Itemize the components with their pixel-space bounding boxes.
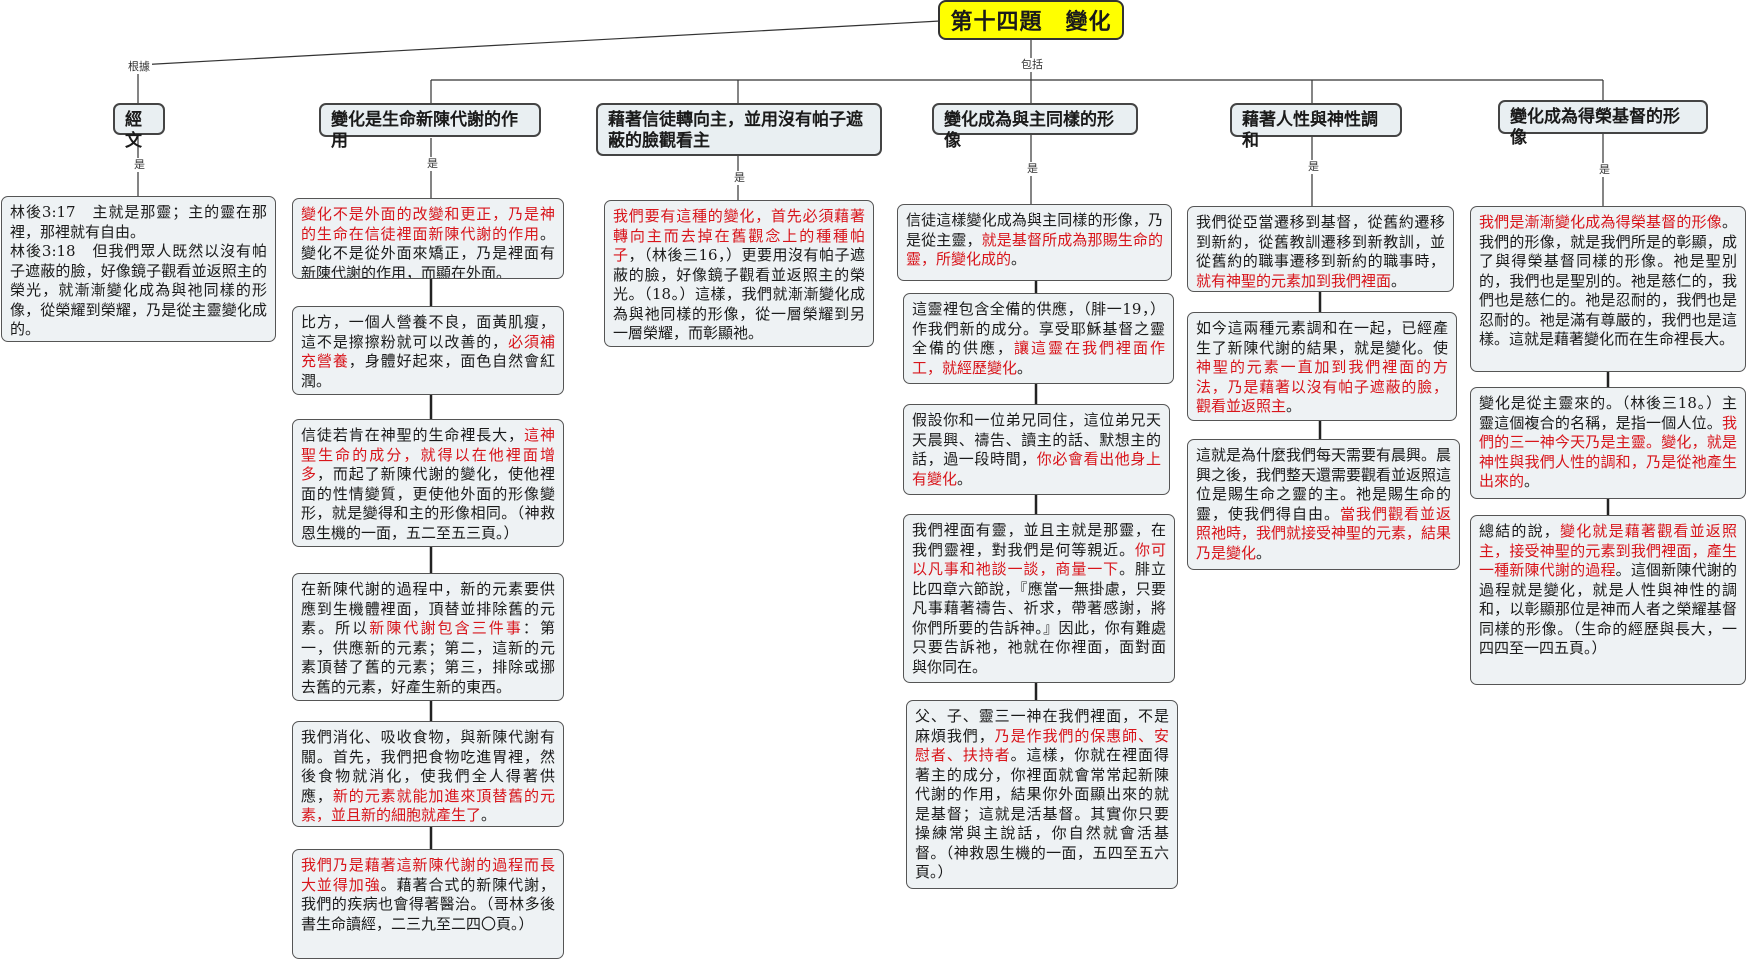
note-text: 如今這兩種元素調和在一起，已經產生了新陳代謝的結果，就是變化。使 xyxy=(1196,319,1448,357)
root-title: 第十四題 變化 xyxy=(950,9,1112,35)
note-card[interactable]: 我們要有這種的變化，首先必須藉著轉向主而去掉在舊觀念上的種種帕子，（林後三16，… xyxy=(604,200,874,347)
edge-label-yes: 是 xyxy=(1306,160,1321,174)
note-highlight: 必須補充營養 xyxy=(301,332,555,371)
note-text: 。 xyxy=(1017,358,1033,377)
note-text: 總結的說， xyxy=(1479,522,1560,540)
topic-unveiled-face[interactable]: 藉著信徒轉向主，並用沒有帕子遮蔽的臉觀看主 xyxy=(596,103,882,156)
note-highlight: 就是基督所成為那賜生命的靈，所變化成的 xyxy=(906,230,1163,269)
topic-title: 變化成為得榮基督的形像 xyxy=(1510,107,1680,148)
note-card[interactable]: 比方，一個人營養不良，面黃肌瘦，這不是擦擦粉就可以改善的，必須補充營養，身體好起… xyxy=(292,306,564,395)
note-card[interactable]: 假設你和一位弟兄同住，這位弟兄天天晨興、禱告、讀主的話、默想主的話，過一段時間，… xyxy=(903,404,1170,495)
note-text: 。 xyxy=(1524,472,1540,490)
note-highlight: 你可以凡事和祂談一談，商量一下 xyxy=(912,540,1166,579)
note-card[interactable]: 我們乃是藉著這新陳代謝的過程而長大並得加強。藉著合式的新陳代謝，我們的疾病也會得… xyxy=(292,849,564,959)
note-highlight: 這神聖生命的成分，就得以在他裡面增多 xyxy=(301,426,555,483)
edge-label-basis: 根據 xyxy=(126,60,152,74)
note-text: 。 xyxy=(481,806,497,824)
note-card[interactable]: 這靈裡包含全備的供應，（腓一19，）作我們新的成分。享受耶穌基督之靈全備的供應，… xyxy=(903,293,1174,384)
topic-title: 藉著人性與神性調和 xyxy=(1242,110,1378,151)
note-card[interactable]: 我們消化、吸收食物，與新陳代謝有關。首先，我們把食物吃進胃裡，然後食物就消化，使… xyxy=(292,721,564,827)
edge-label-yes: 是 xyxy=(732,171,747,185)
note-text: ，（林後三16，）更要用沒有帕子遮蔽的臉，好像鏡子觀看並返照主的榮光。（18。）… xyxy=(613,246,865,342)
note-card[interactable]: 總結的說，變化就是藉著觀看並返照主，接受神聖的元素到我們裡面，產生一種新陳代謝的… xyxy=(1470,515,1746,685)
topic-title: 變化是生命新陳代謝的作用 xyxy=(331,110,518,151)
note-text: 。變化不是從外面來矯正，乃是裡面有新陳代謝的作用，而顯在外面。 xyxy=(301,224,555,279)
note-card[interactable]: 我們裡面有靈，並且主就是那靈，在我們靈裡，對我們是何等親近。你可以凡事和祂談一談… xyxy=(903,514,1175,683)
note-text: 。 xyxy=(1011,250,1027,268)
note-highlight: 神聖的元素一直加到我們裡面的方法，乃是藉著以沒有帕子遮蔽的臉，觀看並返照主 xyxy=(1196,358,1448,415)
note-text: 。 xyxy=(1391,271,1407,290)
note-highlight: 讓這靈在我們裡面作工，就經歷變化 xyxy=(912,339,1165,377)
note-text: 變化是從主靈來的。（林後三18。）主靈這個複合的名稱，是指一個人位。 xyxy=(1479,394,1737,432)
note-highlight: 我們的三一神今天乃是主靈。變化，就是神性與我們人性的調和，乃是從祂產生出來的 xyxy=(1479,413,1737,491)
note-highlight: 你必會看出他身上有變化 xyxy=(912,450,1161,488)
edge-label-yes: 是 xyxy=(132,158,147,172)
note-text: 。藉著合式的新陳代謝，我們的疾病也會得著醫治。（哥林多後書生命讀經，二三九至二四… xyxy=(301,875,555,933)
topic-title: 經文 xyxy=(125,110,142,151)
note-text: 父、子、靈三一神在我們裡面，不是麻煩我們， xyxy=(915,707,1169,745)
note-text: ：第一，供應新的元素；第二，這新的元素頂替了舊的元素；第三，排除或挪去舊的元素，… xyxy=(301,619,555,696)
note-highlight: 變化就是藉著觀看並返照主，接受神聖的元素到我們裡面，產生一種新陳代謝的過程 xyxy=(1479,522,1737,579)
note-highlight: 我們是漸漸變化成為得榮基督的形像 xyxy=(1479,213,1722,231)
note-highlight: 就有神聖的元素加到我們裡面 xyxy=(1196,271,1392,290)
note-text: 。 xyxy=(957,469,973,488)
note-text: 。我們的形像，就是我們所是的彰顯，成了與得榮基督同樣的形像。祂是聖別的，我們也是… xyxy=(1479,213,1737,348)
note-highlight: 變化不是外面的改變和更正，乃是神的生命在信徒裡面新陳代謝的作用 xyxy=(301,205,555,243)
note-text: 我們從亞當遷移到基督，從舊約遷移到新約，從舊教訓遷移到新教訓，並從舊約的職事遷移… xyxy=(1196,213,1445,270)
note-highlight: 我們乃是藉著這新陳代謝的過程而長大並得加強 xyxy=(301,856,555,894)
note-text: 。腓立比四章六節說，『應當一無掛慮，只要凡事藉著禱告、祈求，帶著感謝，將你們所要… xyxy=(912,560,1166,676)
note-highlight: 新陳代謝包含三件事 xyxy=(369,619,523,637)
note-text: 假設你和一位弟兄同住，這位弟兄天天晨興、禱告、讀主的話、默想主的話，過一段時間， xyxy=(912,411,1161,468)
note-highlight: 新的元素就能加進來頂替舊的元素，並且新的細胞就產生了 xyxy=(301,786,555,825)
topic-scripture[interactable]: 經文 xyxy=(113,103,165,151)
edge-label-yes: 是 xyxy=(425,157,440,171)
note-text: 林後3:17 主就是那靈；主的靈在那裡，那裡就有自由。 林後3:18 但我們眾人… xyxy=(10,203,267,338)
note-text: ，身體好起來，面色自然會紅潤。 xyxy=(301,352,555,390)
topic-title: 變化成為與主同樣的形像 xyxy=(944,110,1114,151)
note-text: ，而起了新陳代謝的變化，使他裡面的性情變質，更使他外面的形像變形，就是變得和主的… xyxy=(301,465,555,542)
edge-label-yes: 是 xyxy=(1025,162,1040,176)
note-text: 。這樣，你就在裡面得著主的成分，你裡面就會常常起新陳代謝的作用，結果你外面顯出來… xyxy=(915,746,1169,881)
note-card[interactable]: 變化不是外面的改變和更正，乃是神的生命在信徒裡面新陳代謝的作用。變化不是從外面來… xyxy=(292,198,564,279)
note-card[interactable]: 如今這兩種元素調和在一起，已經產生了新陳代謝的結果，就是變化。使神聖的元素一直加… xyxy=(1187,312,1457,421)
note-text: 在新陳代謝的過程中，新的元素要供應到生機體裡面，頂替並排除舊的元素。所以 xyxy=(301,580,555,637)
note-highlight: 當我們觀看並返照祂時，我們就接受神聖的元素，結果乃是變化 xyxy=(1196,504,1452,562)
note-text: 。 xyxy=(1286,397,1302,415)
root-topic[interactable]: 第十四題 變化 xyxy=(938,0,1124,40)
note-card[interactable]: 林後3:17 主就是那靈；主的靈在那裡，那裡就有自由。 林後3:18 但我們眾人… xyxy=(1,196,276,342)
note-text: 我們消化、吸收食物，與新陳代謝有關。首先，我們把食物吃進胃裡，然後食物就消化，使… xyxy=(301,728,555,805)
note-text: 這就是為什麼我們每天需要有晨興。晨興之後，我們整天還需要觀看並返照這位是賜生命之… xyxy=(1196,446,1452,523)
topic-title: 藉著信徒轉向主，並用沒有帕子遮蔽的臉觀看主 xyxy=(608,110,863,151)
edge-label-yes: 是 xyxy=(1597,163,1612,177)
note-card[interactable]: 我們是漸漸變化成為得榮基督的形像。我們的形像，就是我們所是的彰顯，成了與得榮基督… xyxy=(1470,206,1746,372)
note-card[interactable]: 這就是為什麼我們每天需要有晨興。晨興之後，我們整天還需要觀看並返照這位是賜生命之… xyxy=(1187,439,1460,570)
note-card[interactable]: 變化是從主靈來的。（林後三18。）主靈這個複合的名稱，是指一個人位。我們的三一神… xyxy=(1470,387,1746,499)
note-highlight: 乃是作我們的保惠師、安慰者、扶持者 xyxy=(915,726,1169,765)
note-text: 比方，一個人營養不良，面黃肌瘦，這不是擦擦粉就可以改善的， xyxy=(301,313,555,351)
note-card[interactable]: 信徒這樣變化成為與主同樣的形像，乃是從主靈，就是基督所成為那賜生命的靈，所變化成… xyxy=(897,204,1172,281)
note-card[interactable]: 信徒若肯在神聖的生命裡長大，這神聖生命的成分，就得以在他裡面增多，而起了新陳代謝… xyxy=(292,419,564,547)
note-card[interactable]: 在新陳代謝的過程中，新的元素要供應到生機體裡面，頂替並排除舊的元素。所以新陳代謝… xyxy=(292,573,564,701)
topic-glorified-image[interactable]: 變化成為得榮基督的形像 xyxy=(1498,100,1708,148)
edge-label-includes: 包括 xyxy=(1019,58,1045,72)
note-highlight: 我們要有這種的變化，首先必須藉著轉向主而去掉在舊觀念上的種種帕子 xyxy=(613,207,865,264)
note-text: 。這個新陳代謝的過程就是變化，就是人性與神性的調和，以彰顯那位是神而人者之榮耀基… xyxy=(1479,561,1737,657)
note-text: 。 xyxy=(1256,543,1272,562)
note-card[interactable]: 父、子、靈三一神在我們裡面，不是麻煩我們，乃是作我們的保惠師、安慰者、扶持者。這… xyxy=(906,700,1178,889)
note-text: 信徒這樣變化成為與主同樣的形像，乃是從主靈， xyxy=(906,211,1163,249)
topic-metabolism[interactable]: 變化是生命新陳代謝的作用 xyxy=(319,103,541,151)
note-card[interactable]: 我們從亞當遷移到基督，從舊約遷移到新約，從舊教訓遷移到新教訓，並從舊約的職事遷移… xyxy=(1187,206,1454,292)
note-text: 信徒若肯在神聖的生命裡長大， xyxy=(301,426,525,444)
note-text: 我們裡面有靈，並且主就是那靈，在我們靈裡，對我們是何等親近。 xyxy=(912,521,1166,559)
topic-blending[interactable]: 藉著人性與神性調和 xyxy=(1230,103,1402,151)
topic-same-image[interactable]: 變化成為與主同樣的形像 xyxy=(932,103,1138,151)
note-text: 這靈裡包含全備的供應，（腓一19，）作我們新的成分。享受耶穌基督之靈全備的供應， xyxy=(912,300,1165,357)
